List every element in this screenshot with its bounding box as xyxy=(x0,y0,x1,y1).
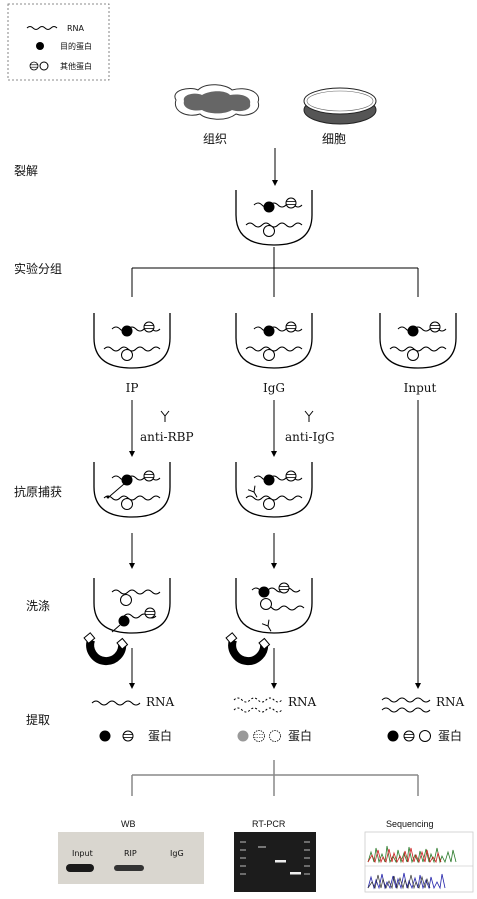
cell-dish-icon xyxy=(303,87,377,125)
cell-label: 细胞 xyxy=(322,132,346,146)
anti-rbp-label: anti-RBP xyxy=(140,430,194,444)
input-extract-rna xyxy=(381,697,431,713)
legend: RNA 目的蛋白 其他蛋白 xyxy=(7,3,110,81)
tissue-label: 组织 xyxy=(203,132,227,146)
target-protein-legend-icon xyxy=(36,42,44,50)
wb-lane-rip: RIP xyxy=(124,849,137,858)
ip-target-protein xyxy=(99,730,111,742)
ip-label: IP xyxy=(126,381,139,395)
input-extract-proteins xyxy=(387,730,431,742)
anti-igg-label: anti-IgG xyxy=(285,430,335,444)
step-extract-label: 提取 xyxy=(26,712,50,727)
rtpcr-gel-image xyxy=(234,832,316,892)
igg-extract-proteins xyxy=(237,730,281,742)
rna-legend-icon xyxy=(26,26,58,30)
analysis-connector xyxy=(131,760,419,796)
sequencing-chromatogram-image xyxy=(364,831,474,893)
rtpcr-title: RT-PCR xyxy=(252,819,286,829)
wb-lane-igg: IgG xyxy=(170,849,184,858)
ip-capture-tube xyxy=(93,461,171,518)
igg-protein-label: 蛋白 xyxy=(288,728,312,743)
igg-wash-tube xyxy=(235,577,313,634)
legend-target-label: 目的蛋白 xyxy=(60,41,92,51)
other-protein-legend-icon xyxy=(29,61,49,71)
legend-rna-label: RNA xyxy=(67,24,85,33)
step-lysis-label: 裂解 xyxy=(14,164,38,178)
group-split-connector xyxy=(131,247,419,297)
ip-other-protein xyxy=(122,730,134,742)
ip-tube xyxy=(93,312,171,369)
input-tube xyxy=(379,312,457,369)
anti-igg-antibody-icon xyxy=(304,410,314,423)
igg-capture-tube xyxy=(235,461,313,518)
input-protein-label: 蛋白 xyxy=(438,728,462,743)
anti-rbp-antibody-icon xyxy=(160,410,170,423)
igg-tube xyxy=(235,312,313,369)
igg-extract-rna xyxy=(233,697,283,713)
wb-title: WB xyxy=(121,819,136,829)
legend-other-label: 其他蛋白 xyxy=(60,61,92,71)
step-wash-label: 洗涤 xyxy=(26,599,50,613)
legend-frame xyxy=(7,3,110,81)
igg-rna-label: RNA xyxy=(288,695,317,709)
lysis-tube xyxy=(235,189,313,246)
step-grouping-label: 实验分组 xyxy=(14,261,62,276)
ip-wash-tube xyxy=(93,577,171,634)
igg-label: IgG xyxy=(263,381,285,395)
wb-lane-input: Input xyxy=(72,849,93,858)
western-blot-image: Input RIP IgG xyxy=(58,832,204,884)
input-label: Input xyxy=(404,381,437,395)
step-capture-label: 抗原捕获 xyxy=(14,484,62,499)
ip-protein-label: 蛋白 xyxy=(148,728,172,743)
sequencing-title: Sequencing xyxy=(386,819,434,829)
tissue-icon xyxy=(174,84,260,120)
ip-extract-rna xyxy=(91,700,141,706)
input-rna-label: RNA xyxy=(436,695,465,709)
ip-rna-label: RNA xyxy=(146,695,175,709)
